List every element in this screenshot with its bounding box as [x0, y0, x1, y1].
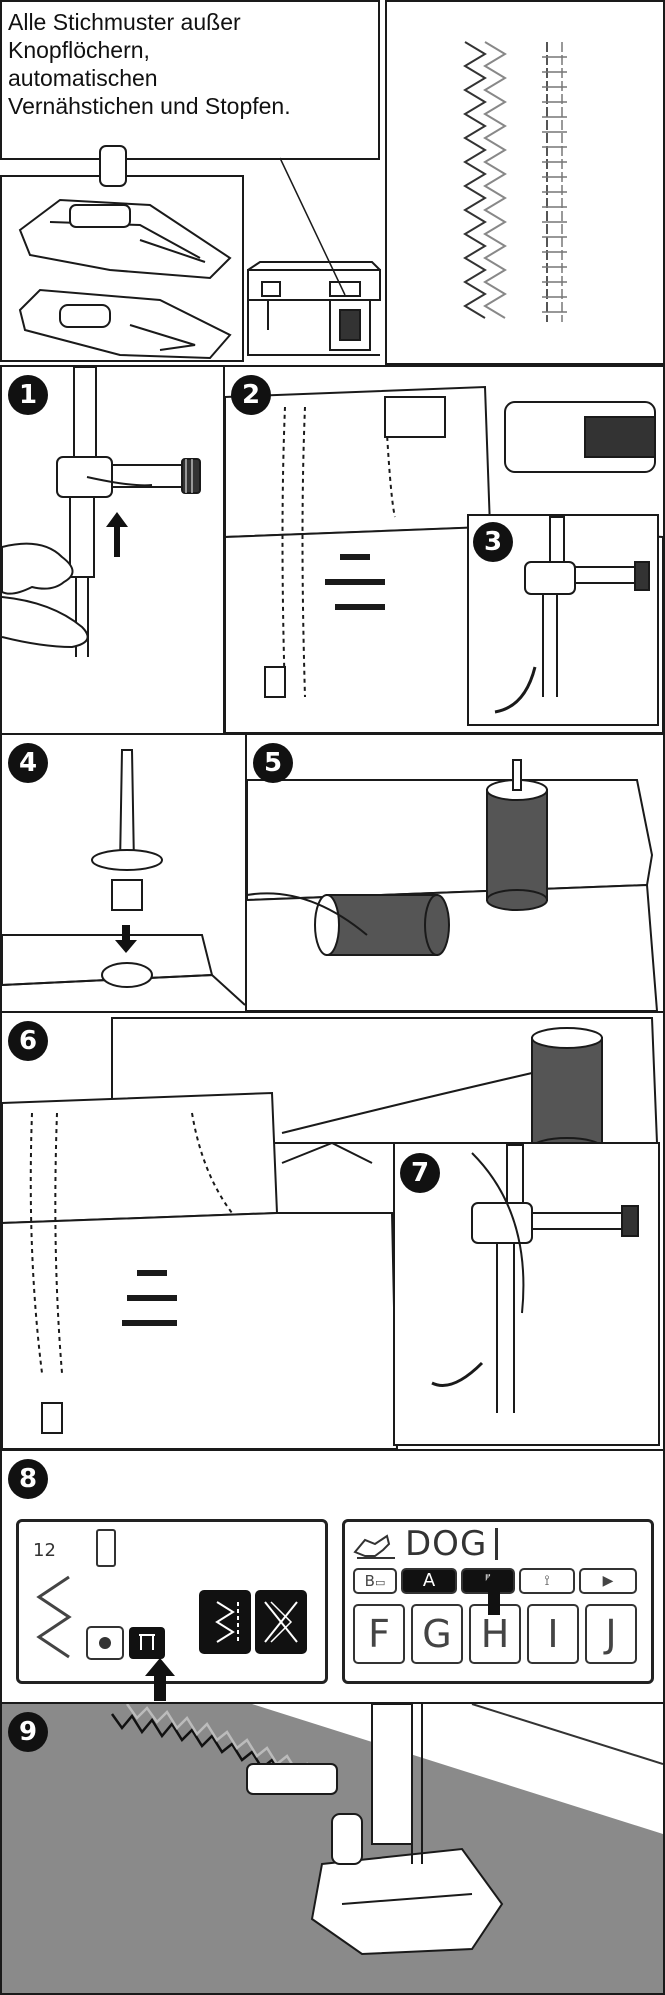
step-8-panel: 8 12 — [0, 1449, 665, 1704]
step-4-panel: 4 — [0, 733, 247, 1013]
arrow-down-icon — [115, 925, 137, 953]
step-badge: 3 — [473, 522, 513, 562]
letter-key[interactable]: J — [585, 1604, 637, 1664]
sewing-result-illustration — [2, 1704, 663, 1993]
spools-illustration — [247, 759, 659, 1011]
step-badge: 6 — [8, 1021, 48, 1061]
caption-text: Alle Stichmuster außer Knopflöchern, aut… — [8, 8, 291, 120]
zigzag-stitch-icon — [36, 1575, 72, 1659]
step-badge: 7 — [400, 1153, 440, 1193]
step-6-panel: 6 7 — [0, 1011, 665, 1451]
key-a[interactable]: A — [401, 1568, 457, 1594]
play-icon: ▶ — [602, 1573, 614, 1589]
step-2-panel: 2 3 — [223, 365, 665, 735]
threading-illustration — [225, 385, 663, 733]
zigzag-stitch-icon — [463, 41, 487, 319]
lcd-right-icons — [353, 1534, 395, 1559]
twin-threading-illustration — [2, 1017, 660, 1449]
straight-stitch-icon — [542, 42, 567, 322]
text-cursor — [495, 1528, 498, 1560]
step-badge: 8 — [8, 1459, 48, 1499]
spool-pin-icon — [91, 749, 163, 911]
stitch-pattern-panel — [385, 0, 665, 365]
zigzag-stitch-icon — [483, 41, 507, 319]
dog-icon — [353, 1534, 391, 1557]
step-5-panel: 5 — [245, 733, 665, 1013]
step-badge: 4 — [8, 743, 48, 783]
caption-line: Alle Stichmuster außer — [8, 9, 241, 35]
caption-line: Knopflöchern, — [8, 37, 150, 63]
letter-key[interactable]: G — [411, 1604, 463, 1664]
stitch-key-icon — [199, 1590, 251, 1654]
mode-text: DOG — [405, 1524, 488, 1564]
stitch-lcd-left: 12 — [16, 1519, 328, 1684]
presser-foot-icon — [18, 145, 232, 280]
step-badge: 9 — [8, 1712, 48, 1752]
key-b[interactable]: B▭ — [353, 1568, 397, 1594]
step-badge: 2 — [231, 375, 271, 415]
presser-feet-illustration — [0, 0, 381, 362]
step-1-panel: 1 — [0, 365, 225, 735]
presser-foot-icon — [18, 288, 232, 360]
twin-needle-install-illustration — [2, 367, 201, 657]
needle-key[interactable]: ⟟ — [519, 1568, 575, 1594]
letter-key[interactable]: F — [353, 1604, 405, 1664]
caption-line: Vernähstichen und Stopfen. — [8, 93, 291, 119]
caption-panel: Alle Stichmuster außer Knopflöchern, aut… — [0, 0, 388, 365]
needle-position-icon — [99, 1637, 111, 1649]
step-badge: 5 — [253, 743, 293, 783]
arrow-up-icon — [145, 1658, 175, 1701]
arrow-up-icon — [479, 1571, 509, 1615]
arrow-up-icon — [106, 512, 128, 557]
stitch-pattern-illustration — [463, 41, 567, 322]
lcd-left-icons — [36, 1529, 307, 1660]
step-9-panel: 9 — [0, 1702, 665, 1995]
twin-needle-key-icon — [129, 1627, 165, 1659]
spool-pin-illustration — [2, 749, 245, 1006]
sewing-machine-icon — [247, 261, 381, 356]
caption-line: automatischen — [8, 65, 158, 91]
playback-key[interactable]: ▶ — [579, 1568, 637, 1594]
needle-icon: ⟟ — [544, 1573, 550, 1589]
presser-foot-symbol-icon — [96, 1529, 116, 1567]
letter-key[interactable]: I — [527, 1604, 579, 1664]
stitch-number: 12 — [33, 1540, 56, 1561]
twin-needle-icon — [69, 496, 95, 657]
step-badge: 1 — [8, 375, 48, 415]
